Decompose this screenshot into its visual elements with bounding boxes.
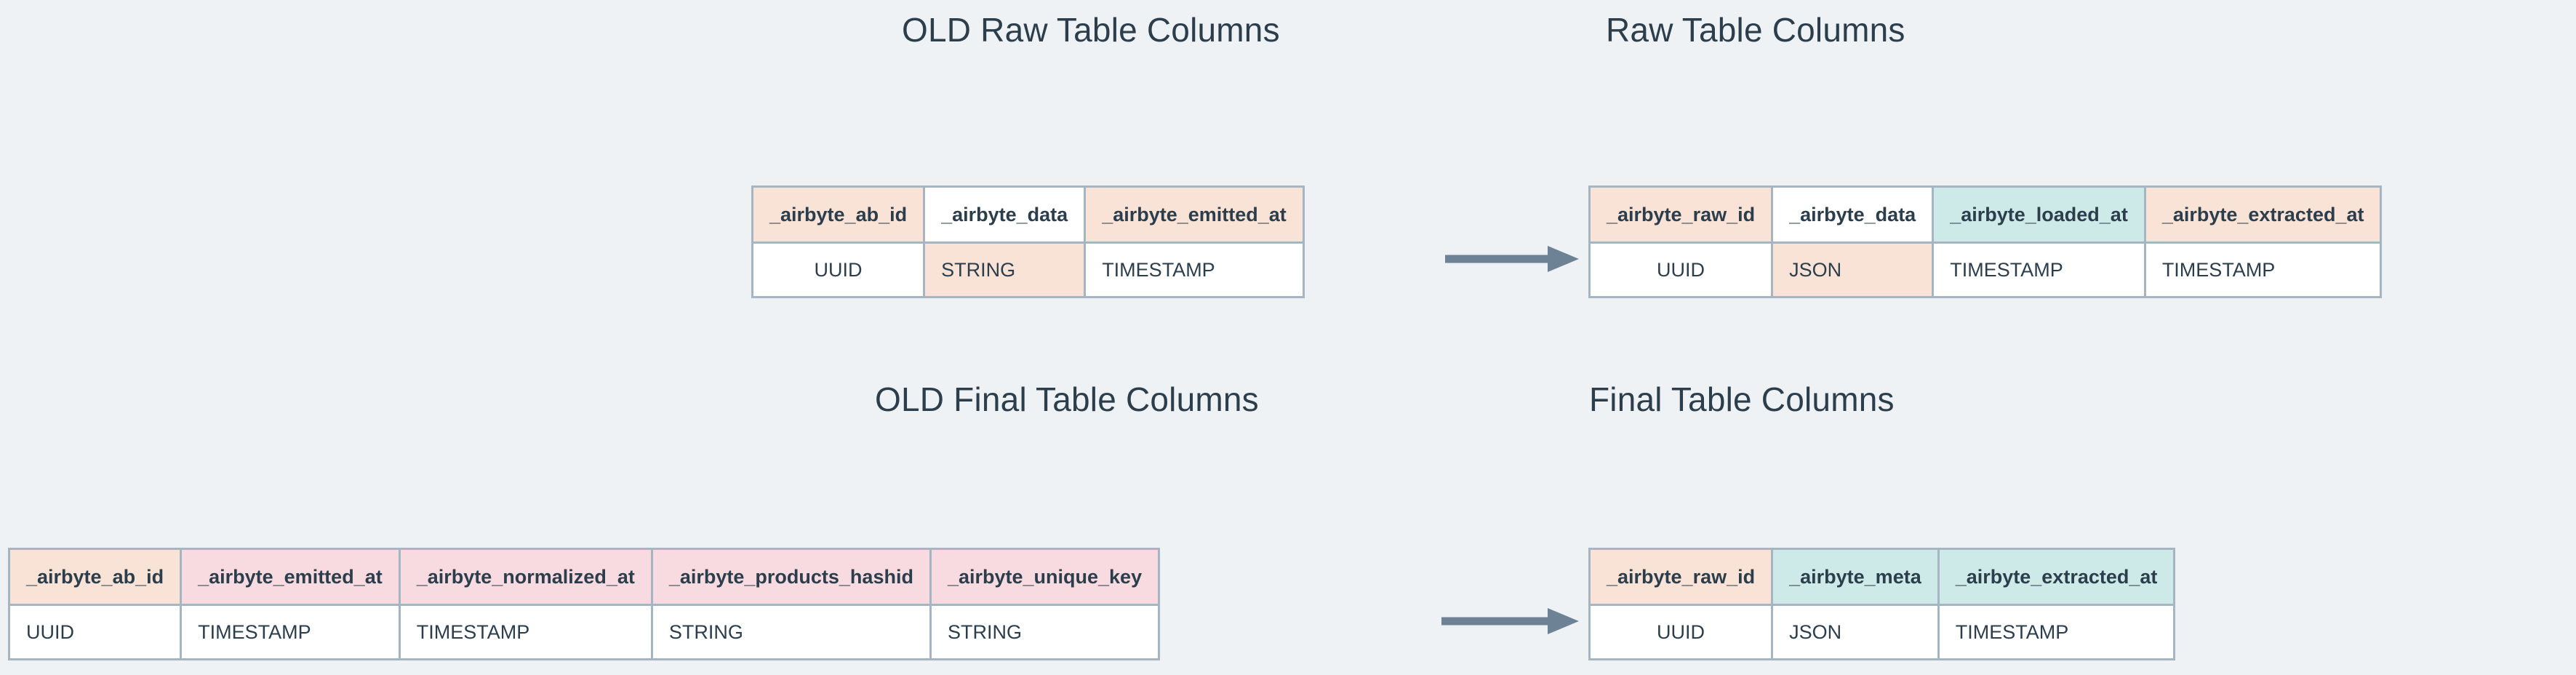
column-header-cell: _airbyte_data xyxy=(1771,185,1935,244)
column-header-cell: _airbyte_extracted_at xyxy=(1937,548,2176,606)
column-header-cell: _airbyte_extracted_at xyxy=(2143,185,2383,244)
column-type-cell: UUID xyxy=(1588,241,1774,298)
new-final-columns-table: _airbyte_raw_id_airbyte_meta_airbyte_ext… xyxy=(1588,548,2176,660)
old-raw-table-title: OLD Raw Table Columns xyxy=(902,11,1280,49)
column-header-cell: _airbyte_data xyxy=(923,185,1087,244)
column-type-cell: TIMESTAMP xyxy=(398,604,653,660)
raw-migration-arrow-icon xyxy=(1444,242,1582,276)
column-type-cell: TIMESTAMP xyxy=(2143,241,2383,298)
table-header-row: _airbyte_ab_id_airbyte_data_airbyte_emit… xyxy=(751,185,1305,244)
new-raw-table-title: Raw Table Columns xyxy=(1606,11,1905,49)
column-header-cell: _airbyte_emitted_at xyxy=(1084,185,1305,244)
column-type-cell: STRING xyxy=(923,241,1087,298)
table-header-row: _airbyte_raw_id_airbyte_meta_airbyte_ext… xyxy=(1588,548,2176,606)
new-raw-columns-table: _airbyte_raw_id_airbyte_data_airbyte_loa… xyxy=(1588,185,2383,298)
column-header-cell: _airbyte_normalized_at xyxy=(398,548,653,606)
column-header-cell: _airbyte_products_hashid xyxy=(650,548,932,606)
table-header-row: _airbyte_raw_id_airbyte_data_airbyte_loa… xyxy=(1588,185,2383,244)
column-header-cell: _airbyte_emitted_at xyxy=(180,548,401,606)
column-header-cell: _airbyte_ab_id xyxy=(751,185,926,244)
column-type-cell: UUID xyxy=(7,604,183,660)
column-type-cell: UUID xyxy=(1588,604,1774,660)
column-header-cell: _airbyte_ab_id xyxy=(7,548,183,606)
column-type-cell: JSON xyxy=(1771,241,1935,298)
column-header-cell: _airbyte_raw_id xyxy=(1588,548,1774,606)
old-final-columns-table: _airbyte_ab_id_airbyte_emitted_at_airbyt… xyxy=(7,548,1161,660)
table-header-row: _airbyte_ab_id_airbyte_emitted_at_airbyt… xyxy=(7,548,1161,606)
column-header-cell: _airbyte_loaded_at xyxy=(1932,185,2146,244)
column-type-cell: TIMESTAMP xyxy=(1937,604,2176,660)
column-header-cell: _airbyte_unique_key xyxy=(929,548,1161,606)
column-type-cell: UUID xyxy=(751,241,926,298)
column-type-cell: STRING xyxy=(929,604,1161,660)
column-type-cell: TIMESTAMP xyxy=(1084,241,1305,298)
old-final-table-title: OLD Final Table Columns xyxy=(875,380,1259,418)
column-header-cell: _airbyte_meta xyxy=(1771,548,1940,606)
column-type-cell: TIMESTAMP xyxy=(180,604,401,660)
column-type-cell: STRING xyxy=(650,604,932,660)
old-raw-columns-table: _airbyte_ab_id_airbyte_data_airbyte_emit… xyxy=(751,185,1305,298)
final-migration-arrow-icon xyxy=(1440,604,1582,638)
column-type-cell: TIMESTAMP xyxy=(1932,241,2146,298)
column-header-cell: _airbyte_raw_id xyxy=(1588,185,1774,244)
new-final-table-title: Final Table Columns xyxy=(1589,380,1895,418)
column-type-cell: JSON xyxy=(1771,604,1940,660)
